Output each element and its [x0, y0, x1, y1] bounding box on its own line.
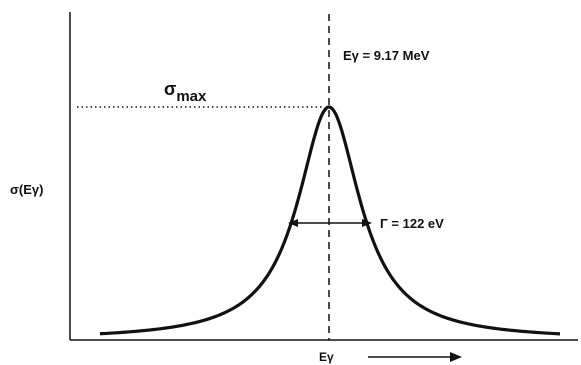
sigma-max-label: σmax [164, 79, 207, 105]
peak-energy-label: Eγ = 9.17 MeV [343, 48, 430, 63]
x-axis-label: Eγ [319, 350, 334, 364]
y-axis-label: σ(Eγ) [10, 182, 43, 197]
width-arrowhead-left [288, 219, 298, 227]
width-arrowhead-right [362, 219, 372, 227]
x-direction-arrowhead [450, 352, 462, 362]
sigma-max-sub: max [176, 88, 207, 105]
sigma-max-base: σ [164, 79, 176, 99]
width-label: Γ = 122 eV [380, 216, 444, 231]
resonance-curve [99, 105, 561, 336]
